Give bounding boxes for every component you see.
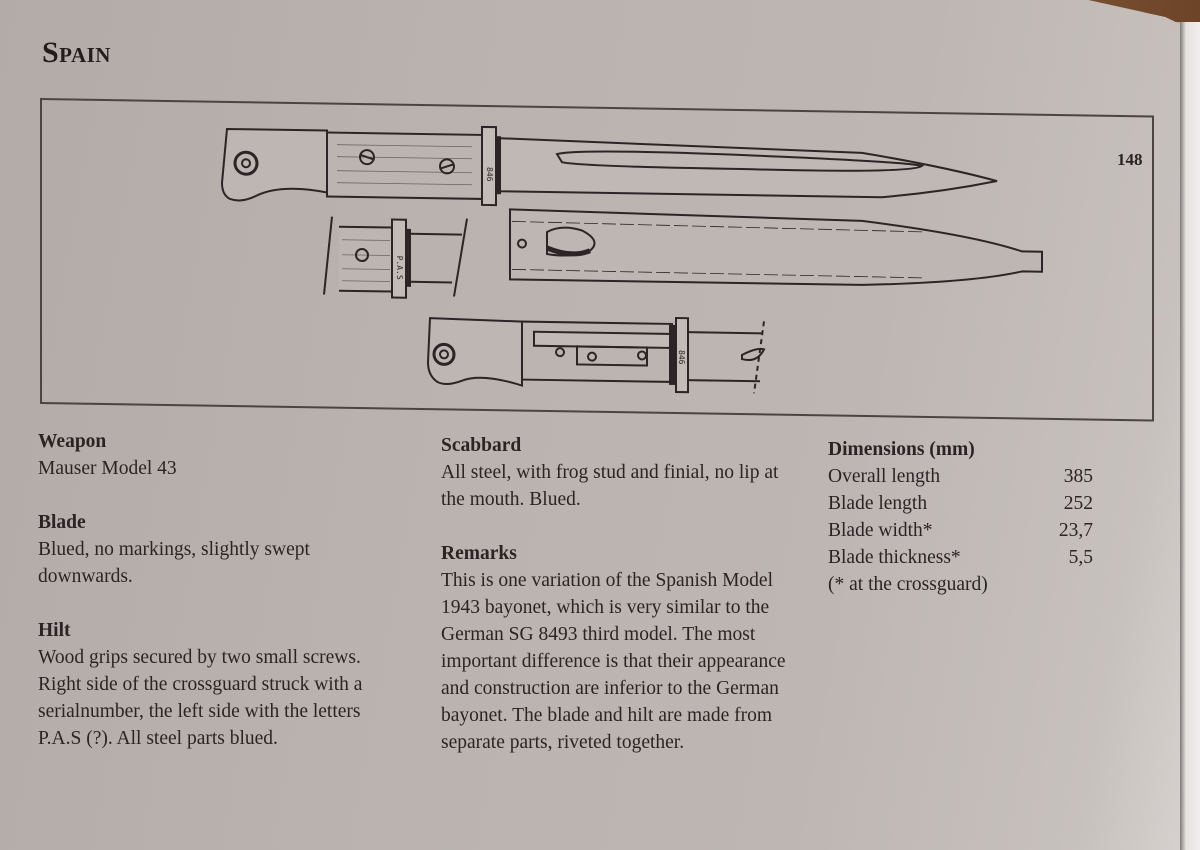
serial-number-right: 846 xyxy=(485,167,494,182)
hilt-heading: Hilt xyxy=(38,620,71,641)
blade-fuller xyxy=(555,150,925,172)
dimension-row: Blade thickness* 5,5 xyxy=(828,544,1093,571)
serial-number-top: 846 xyxy=(677,350,686,365)
dimension-value: 23,7 xyxy=(1058,520,1093,541)
page-number: 148 xyxy=(1117,150,1143,169)
scabbard xyxy=(509,208,1043,286)
dimension-label: Blade thickness* xyxy=(828,547,961,568)
marking-left: P.A.S xyxy=(395,256,404,280)
page-edge xyxy=(1180,22,1200,850)
dimension-value: 252 xyxy=(1063,493,1093,514)
dimension-value: 5,5 xyxy=(1068,547,1093,568)
bayonet-blade xyxy=(499,137,998,199)
middle-column: Scabbard All steel, with frog stud and f… xyxy=(441,432,811,756)
dimension-label: Blade width* xyxy=(828,520,933,541)
page-title: Spain xyxy=(42,36,111,69)
blade-heading: Blade xyxy=(38,512,86,533)
scabbard-heading: Scabbard xyxy=(441,435,522,456)
dimensions-heading: Dimensions (mm) xyxy=(828,439,975,460)
dimension-label: Overall length xyxy=(828,466,941,487)
left-column: Weapon Mauser Model 43 Blade Blued, no m… xyxy=(38,428,408,752)
remarks-heading: Remarks xyxy=(441,543,517,564)
dimension-row: Blade length 252 xyxy=(828,490,1093,517)
dimension-value: 385 xyxy=(1063,466,1093,487)
blade-text: Blued, no markings, slightly swept downw… xyxy=(38,539,310,587)
weapon-heading: Weapon xyxy=(38,431,107,452)
dimensions-footnote: (* at the crossguard) xyxy=(828,574,988,595)
hilt-text: Wood grips secured by two small screws. … xyxy=(38,647,363,749)
crossguard-left-detail xyxy=(323,216,468,299)
bayonet-hilt-top-view xyxy=(426,316,766,394)
illustration-frame: 846 P.A.S 846 xyxy=(40,98,1154,422)
remarks-text: This is one variation of the Spanish Mod… xyxy=(441,570,786,753)
dimension-label: Blade length xyxy=(828,493,928,514)
dimension-row: Overall length 385 xyxy=(828,463,1093,490)
bayonet-hilt-right-side xyxy=(220,125,501,207)
dimensions-column: Dimensions (mm) Overall length 385 Blade… xyxy=(828,436,1093,598)
bayonet-drawing: 846 P.A.S 846 xyxy=(220,125,1043,394)
dimension-row: Blade width* 23,7 xyxy=(828,517,1093,544)
weapon-text: Mauser Model 43 xyxy=(38,458,177,479)
scabbard-text: All steel, with frog stud and finial, no… xyxy=(441,462,779,510)
